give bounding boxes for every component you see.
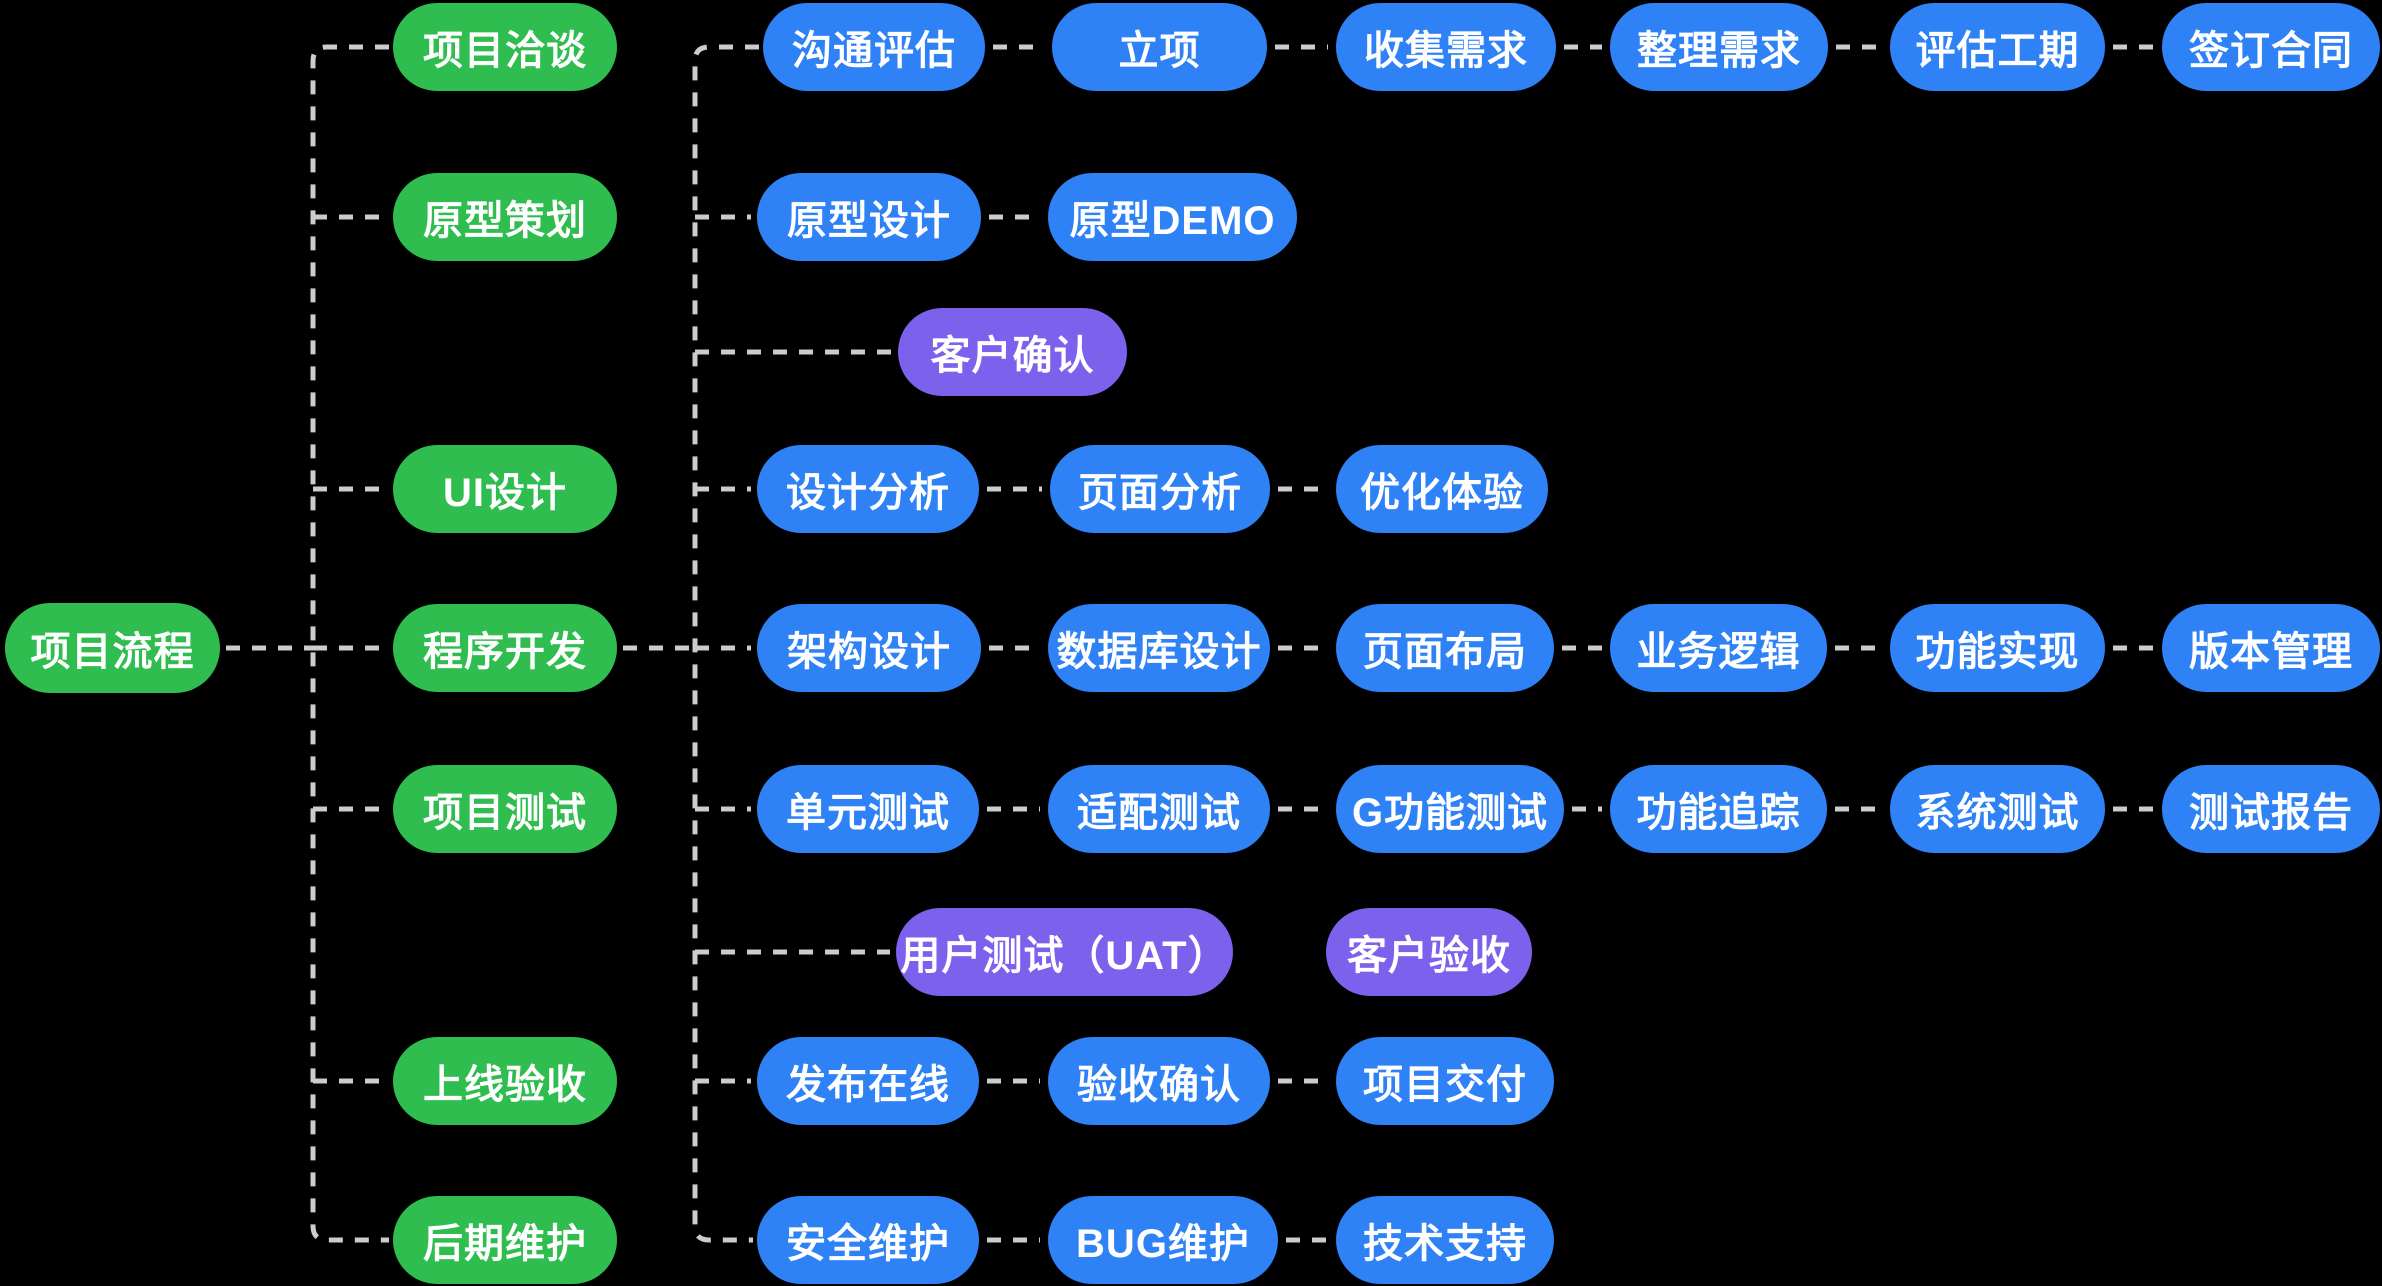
task-node[interactable]: 原型设计	[757, 173, 981, 261]
stage-node[interactable]: 原型策划	[393, 173, 617, 261]
stage-node[interactable]: 项目测试	[393, 765, 617, 853]
task-node[interactable]: 单元测试	[757, 765, 979, 853]
task-node[interactable]: 验收确认	[1048, 1037, 1270, 1125]
task-node[interactable]: 技术支持	[1336, 1196, 1554, 1284]
task-node[interactable]: 适配测试	[1048, 765, 1270, 853]
task-node[interactable]: 发布在线	[757, 1037, 979, 1125]
task-node[interactable]: 设计分析	[757, 445, 979, 533]
task-node[interactable]: 整理需求	[1610, 3, 1828, 91]
root-node[interactable]: 项目流程	[5, 603, 220, 693]
stage-node[interactable]: 项目洽谈	[393, 3, 617, 91]
task-node[interactable]: 页面布局	[1336, 604, 1554, 692]
task-node[interactable]: 测试报告	[2162, 765, 2380, 853]
task-node[interactable]: 数据库设计	[1048, 604, 1270, 692]
task-node[interactable]: 架构设计	[757, 604, 981, 692]
task-node[interactable]: BUG维护	[1048, 1196, 1278, 1284]
highlight-node[interactable]: 客户确认	[898, 308, 1127, 396]
task-node[interactable]: 功能追踪	[1610, 765, 1827, 853]
task-node[interactable]: 原型DEMO	[1048, 173, 1297, 261]
task-node[interactable]: 版本管理	[2162, 604, 2380, 692]
task-node[interactable]: 业务逻辑	[1610, 604, 1827, 692]
stage-node[interactable]: UI设计	[393, 445, 617, 533]
stage-node[interactable]: 上线验收	[393, 1037, 617, 1125]
task-node[interactable]: 页面分析	[1050, 445, 1270, 533]
highlight-node[interactable]: 用户测试（UAT）	[896, 908, 1233, 996]
task-node[interactable]: G功能测试	[1336, 765, 1564, 853]
task-node[interactable]: 安全维护	[757, 1196, 979, 1284]
task-node[interactable]: 立项	[1052, 3, 1267, 91]
task-node[interactable]: 评估工期	[1890, 3, 2105, 91]
task-node[interactable]: 收集需求	[1336, 3, 1556, 91]
task-node[interactable]: 沟通评估	[763, 3, 985, 91]
task-node[interactable]: 系统测试	[1890, 765, 2105, 853]
task-node[interactable]: 签订合同	[2162, 3, 2380, 91]
stage-node[interactable]: 程序开发	[393, 604, 617, 692]
spine-connector	[310, 44, 389, 1243]
task-node[interactable]: 优化体验	[1336, 445, 1548, 533]
task-node[interactable]: 功能实现	[1890, 604, 2105, 692]
stage-node[interactable]: 后期维护	[393, 1196, 617, 1284]
trunk-connector	[692, 44, 759, 1243]
task-node[interactable]: 项目交付	[1336, 1037, 1554, 1125]
highlight-node[interactable]: 客户验收	[1326, 908, 1532, 996]
